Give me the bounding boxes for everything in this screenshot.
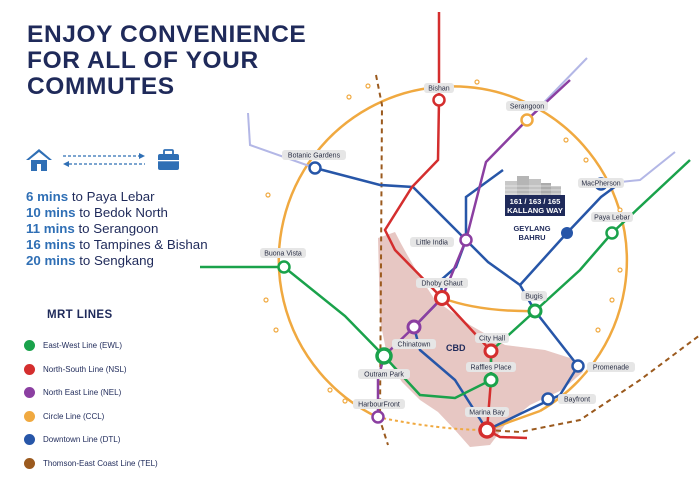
label-city-hall: City Hall	[475, 333, 509, 343]
project-area-line1: GEYLANG	[513, 224, 550, 233]
label-marina-bay-text: Marina Bay	[469, 410, 505, 417]
station-promenade	[571, 359, 585, 373]
label-macpherson: MacPherson	[578, 178, 624, 188]
station-marina-bay	[478, 421, 496, 439]
station-buona-vista	[277, 260, 291, 274]
legend-item-tel: Thomson-East Coast Line (TEL)	[24, 452, 158, 476]
legend-item-nsl: North-South Line (NSL)	[24, 358, 158, 382]
page-title-line3: COMMUTES	[27, 73, 175, 100]
label-serangoon: Serangoon	[506, 101, 548, 111]
page-title-line2: FOR ALL OF YOUR	[27, 47, 259, 74]
station-dhoby-ghaut	[434, 290, 450, 306]
label-botanic-gardens: Botanic Gardens	[282, 150, 346, 160]
label-bishan: Bishan	[424, 83, 454, 93]
station-little-india	[459, 233, 473, 247]
station-paya-lebar	[605, 226, 619, 240]
commute-row: 20 mins to Sengkang	[26, 253, 154, 269]
commute-row: 10 mins to Bedok North	[26, 205, 168, 221]
circle-line-loop	[441, 296, 536, 313]
station-serangoon	[520, 113, 534, 127]
legend-dot-nsl	[24, 363, 35, 375]
double-arrow-icon	[63, 153, 145, 167]
label-bugis-text: Bugis	[525, 294, 543, 301]
legend-dot-ewl	[24, 340, 35, 352]
project-address-box	[505, 195, 565, 216]
project-area-line2: BAHRU	[518, 233, 545, 242]
label-chinatown-text: Chinatown	[397, 342, 430, 349]
building-icon	[505, 176, 561, 197]
label-bayfront: Bayfront	[558, 394, 596, 404]
label-promenade-text: Promenade	[593, 365, 629, 372]
legend-dot-dtl	[24, 434, 35, 446]
minor-stops	[263, 79, 623, 404]
label-bayfront-text: Bayfront	[564, 397, 590, 404]
label-macpherson-text: MacPherson	[581, 181, 620, 188]
label-bishan-text: Bishan	[428, 86, 450, 93]
label-raffles-place-text: Raffles Place	[470, 365, 511, 372]
station-bishan	[432, 93, 446, 107]
label-paya-lebar-text: Paya Lebar	[594, 215, 630, 222]
station-bugis	[527, 303, 543, 319]
station-city-hall	[483, 343, 499, 359]
future-line-west	[247, 112, 316, 169]
label-chinatown: Chinatown	[392, 339, 436, 349]
label-paya-lebar: Paya Lebar	[591, 212, 633, 222]
label-botanic-gardens-text: Botanic Gardens	[288, 153, 341, 160]
legend-dot-ccl	[24, 410, 35, 422]
station-harbourfront	[371, 410, 385, 424]
label-bugis: Bugis	[521, 291, 547, 301]
station-chinatown	[406, 319, 422, 335]
ewl-line	[200, 159, 691, 400]
dtl-line-east	[519, 181, 621, 286]
label-dhoby-ghaut: Dhoby Ghaut	[416, 278, 468, 288]
station-outram-park	[375, 347, 393, 365]
mrt-legend: East-West Line (EWL) North-South Line (N…	[24, 334, 158, 475]
label-marina-bay: Marina Bay	[465, 407, 509, 417]
legend-title: MRT LINES	[47, 309, 113, 321]
label-buona-vista-text: Buona Vista	[264, 251, 302, 258]
project-address-line2: KALLANG WAY	[507, 206, 563, 215]
circle-line-future	[376, 416, 488, 431]
label-raffles-place: Raffles Place	[466, 362, 516, 372]
station-raffles-place	[483, 372, 499, 388]
project-address-line1: 161 / 163 / 165	[510, 197, 561, 206]
home-icon	[26, 149, 52, 171]
label-harbourfront-text: HarbourFront	[358, 402, 400, 409]
briefcase-icon	[158, 149, 179, 170]
label-outram-park-text: Outram Park	[364, 372, 404, 379]
page-title-line1: ENJOY CONVENIENCE	[27, 21, 307, 48]
station-botanic-gardens	[308, 161, 322, 175]
label-city-hall-text: City Hall	[479, 336, 506, 343]
legend-item-ewl: East-West Line (EWL)	[24, 334, 158, 358]
label-little-india-text: Little India	[416, 240, 448, 247]
label-outram-park: Outram Park	[358, 369, 410, 379]
legend-dot-nel	[24, 387, 35, 399]
project-address: 161 / 163 / 165 KALLANG WAY	[507, 197, 563, 215]
page-title: ENJOY CONVENIENCE FOR ALL OF YOUR COMMUT…	[27, 22, 306, 100]
station-bayfront	[541, 392, 555, 406]
label-buona-vista: Buona Vista	[260, 248, 306, 258]
commute-times: 6 mins to Paya Lebar 10 mins to Bedok No…	[26, 189, 208, 269]
commute-row: 6 mins to Paya Lebar	[26, 189, 155, 204]
label-promenade: Promenade	[587, 362, 635, 372]
project-location-marker	[561, 227, 573, 239]
commute-row: 16 mins to Tampines & Bishan	[26, 237, 208, 253]
legend-item-dtl: Downtown Line (DTL)	[24, 428, 158, 452]
legend-dot-tel	[24, 457, 35, 469]
station-labels: Bishan Serangoon Botanic Gardens MacPher…	[260, 83, 635, 417]
label-little-india: Little India	[410, 237, 454, 247]
label-harbourfront: HarbourFront	[353, 399, 405, 409]
legend-item-ccl: Circle Line (CCL)	[24, 405, 158, 429]
legend-item-nel: North East Line (NEL)	[24, 381, 158, 405]
commute-row: 11 mins to Serangoon	[26, 221, 159, 237]
cbd-label: CBD	[446, 343, 466, 353]
label-dhoby-ghaut-text: Dhoby Ghaut	[421, 281, 462, 288]
home-to-work-icons	[25, 147, 185, 173]
tel-line-east	[486, 334, 700, 434]
label-serangoon-text: Serangoon	[510, 104, 544, 111]
